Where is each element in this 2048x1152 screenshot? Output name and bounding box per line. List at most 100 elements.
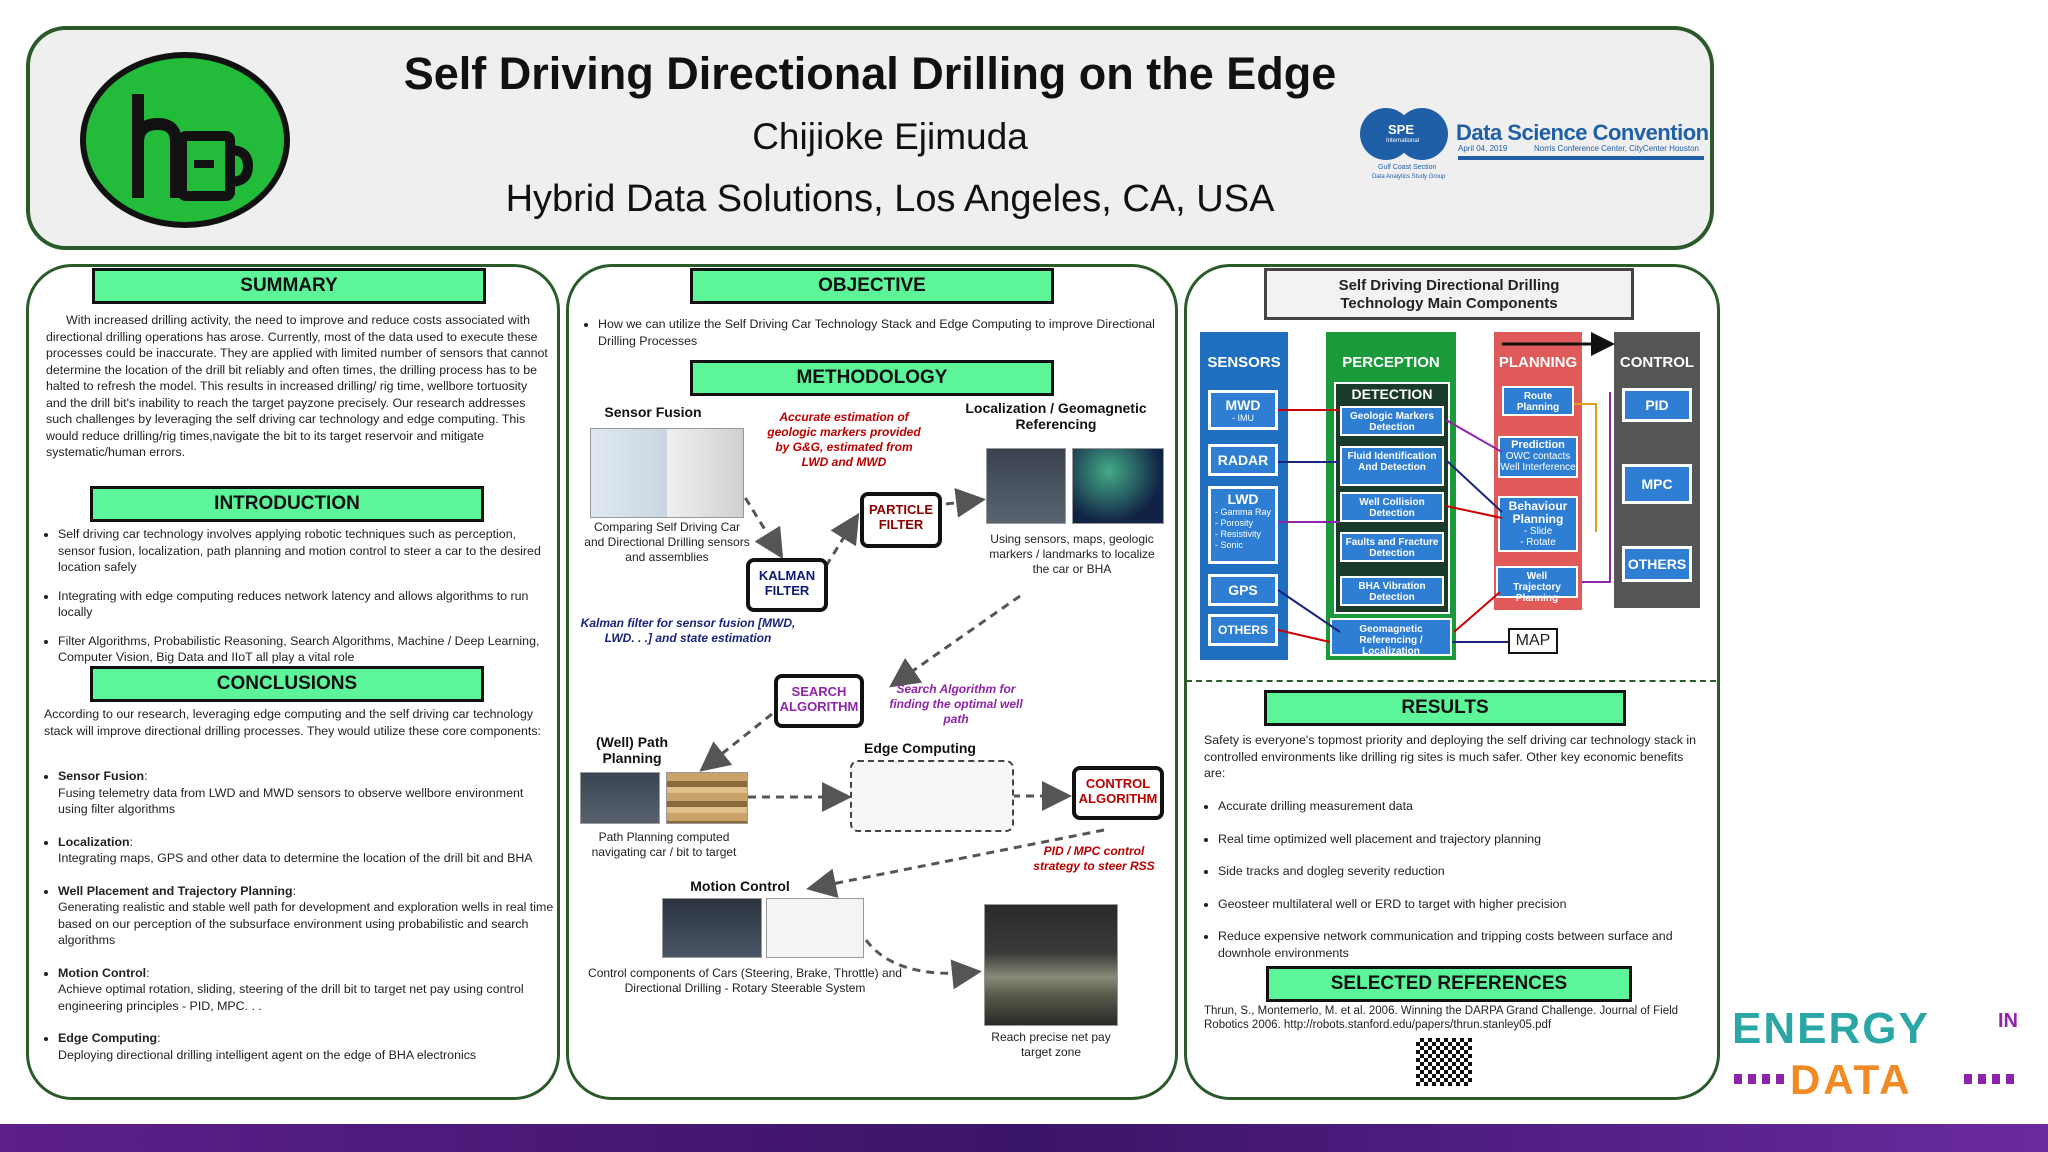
logo [80, 52, 290, 228]
convention-date: April 04, 2019 [1458, 144, 1508, 153]
control-algorithm-box: CONTROL ALGORITHM [1072, 766, 1164, 820]
conclusion-item: Motion Control:Achieve optimal rotation,… [58, 965, 556, 1015]
intro-item: Filter Algorithms, Probabilistic Reasoni… [58, 633, 552, 666]
detection-title: DETECTION [1351, 386, 1433, 402]
route-planning: Route Planning [1502, 386, 1574, 416]
brand-in: IN [1998, 1010, 2018, 1032]
references-text: Thrun, S., Montemerlo, M. et al. 2006. W… [1204, 1005, 1679, 1031]
author-name: Chijioke Ejimuda [752, 116, 1028, 157]
conclusion-item: Edge Computing:Deploying directional dri… [58, 1030, 556, 1063]
qr-code-icon [1416, 1038, 1472, 1086]
target-zone-image [984, 904, 1118, 1026]
sensor-fusion-caption: Comparing Self Driving Car and Direction… [584, 520, 750, 564]
globe-icon-2 [1396, 108, 1448, 160]
perception-item: Faults and Fracture Detection [1340, 532, 1444, 562]
motion-control-label: Motion Control [690, 878, 790, 894]
hds-logo-icon [132, 94, 254, 201]
result-item: Real time optimized well placement and t… [1218, 831, 1704, 848]
conclusions-heading: CONCLUSIONS [90, 666, 484, 702]
edge-computing-diagram [850, 760, 1014, 832]
localization-caption: Using sensors, maps, geologic markers / … [989, 532, 1155, 576]
summary-text: With increased drilling activity, the ne… [46, 313, 548, 459]
conclusions-list: Sensor Fusion:Fusing telemetry data from… [44, 768, 556, 1075]
perception-item: Geologic Markers Detection [1340, 406, 1444, 436]
control-others: OTHERS [1622, 546, 1692, 582]
energy-in-data-logo: ENERGY IN DATA [1728, 1004, 2038, 1104]
kalman-note: Kalman filter for sensor fusion [MWD, LW… [580, 616, 796, 645]
sensor-gps: GPS [1208, 574, 1278, 606]
path-planning-image [580, 772, 660, 824]
map-box: MAP [1508, 628, 1558, 654]
objective-item: How we can utilize the Self Driving Car … [598, 316, 1158, 349]
result-item: Accurate drilling measurement data [1218, 798, 1704, 815]
localization-image [986, 448, 1066, 524]
methodology-arrows [699, 485, 1105, 990]
introduction-heading: INTRODUCTION [90, 486, 484, 522]
geomagnetic-referencing: Geomagnetic Referencing / Localization [1330, 618, 1452, 657]
control-pid: PID [1622, 388, 1692, 422]
footer-bar [0, 1124, 2048, 1152]
convention-logo: SPE International Data Science Conventio… [1358, 106, 1709, 186]
path-planning-label: (Well) Path Planning [595, 734, 669, 766]
behaviour-planning: Behaviour Planning - Slide - Rotate [1498, 496, 1578, 552]
convention-name: Data Science Convention [1456, 120, 1709, 145]
sensor-others: OTHERS [1208, 614, 1278, 646]
target-caption: Reach precise net pay target zone [991, 1030, 1111, 1059]
path-planning-image-2 [666, 772, 748, 824]
localization-label: Localization / Geomagnetic Referencing [965, 400, 1147, 432]
sensor-fusion-image [590, 428, 744, 518]
tech-connectors [1277, 332, 1615, 643]
convention-group: Data Analytics Study Group [1372, 174, 1446, 180]
summary-heading: SUMMARY [92, 268, 486, 304]
control-note: PID / MPC control strategy to steer RSS [1033, 844, 1155, 873]
conclusion-item: Sensor Fusion:Fusing telemetry data from… [58, 768, 556, 818]
search-algorithm-box: SEARCH ALGORITHM [774, 674, 864, 728]
result-item: Geosteer multilateral well or ERD to tar… [1218, 896, 1704, 913]
poster-title: Self Driving Directional Drilling on the… [403, 48, 1337, 99]
motion-control-image [662, 898, 762, 958]
prediction: Prediction OWC contacts Well Interferenc… [1498, 436, 1578, 478]
sensor-lwd: LWD - Gamma Ray - Porosity - Resistivity… [1208, 486, 1278, 564]
objective-list: How we can utilize the Self Driving Car … [584, 316, 1158, 361]
sensor-radar: RADAR [1208, 444, 1278, 476]
brand-dots-icon-2 [1964, 1074, 2014, 1084]
results-intro: Safety is everyone's topmost priority an… [1204, 733, 1697, 780]
spe-label: SPE [1388, 122, 1415, 137]
kalman-filter-box: KALMAN FILTER [746, 558, 828, 612]
references-heading: SELECTED REFERENCES [1266, 966, 1632, 1002]
introduction-list: Self driving car technology involves app… [44, 526, 552, 678]
brand-data: DATA [1790, 1056, 1913, 1103]
convention-bar [1458, 156, 1704, 160]
convention-section: Gulf Coast Section [1378, 164, 1437, 171]
conclusions-intro: According to our research, leveraging ed… [44, 707, 541, 738]
conclusion-item: Localization:Integrating maps, GPS and o… [58, 834, 556, 867]
result-item: Side tracks and dogleg severity reductio… [1218, 863, 1704, 880]
convention-venue: Norris Conference Center, CityCenter Hou… [1534, 144, 1699, 153]
edge-computing-label: Edge Computing [864, 740, 976, 756]
tech-heading: Self Driving Directional Drilling Techno… [1264, 268, 1634, 320]
brand-energy: ENERGY [1732, 1004, 1930, 1053]
perception-item: Well Collision Detection [1340, 492, 1444, 522]
sensor-fusion-label: Sensor Fusion [604, 404, 702, 420]
perception-item: Fluid Identification And Detection [1340, 446, 1444, 486]
results-divider [1186, 680, 1716, 682]
geologic-note: Accurate estimation of geologic markers … [767, 410, 921, 469]
conclusion-item: Well Placement and Trajectory Planning:G… [58, 883, 556, 949]
intro-item: Integrating with edge computing reduces … [58, 588, 552, 621]
perception-item: BHA Vibration Detection [1340, 576, 1444, 606]
spe-sub-label: International [1386, 138, 1420, 144]
objective-heading: OBJECTIVE [690, 268, 1054, 304]
affiliation: Hybrid Data Solutions, Los Angeles, CA, … [505, 178, 1275, 220]
control-mpc: MPC [1622, 464, 1692, 504]
path-planning-caption: Path Planning computed navigating car / … [591, 830, 737, 859]
methodology-heading: METHODOLOGY [690, 360, 1054, 396]
well-trajectory-planning: Well Trajectory Planning [1496, 566, 1578, 604]
motion-control-image-2 [766, 898, 864, 958]
localization-image-2 [1072, 448, 1164, 524]
perception-title: PERCEPTION [1342, 354, 1440, 371]
results-heading: RESULTS [1264, 690, 1626, 726]
result-item: Reduce expensive network communication a… [1218, 928, 1704, 961]
sensor-mwd: MWD- IMU [1208, 390, 1278, 430]
planning-title: PLANNING [1498, 354, 1578, 371]
sensors-title: SENSORS [1207, 354, 1281, 371]
